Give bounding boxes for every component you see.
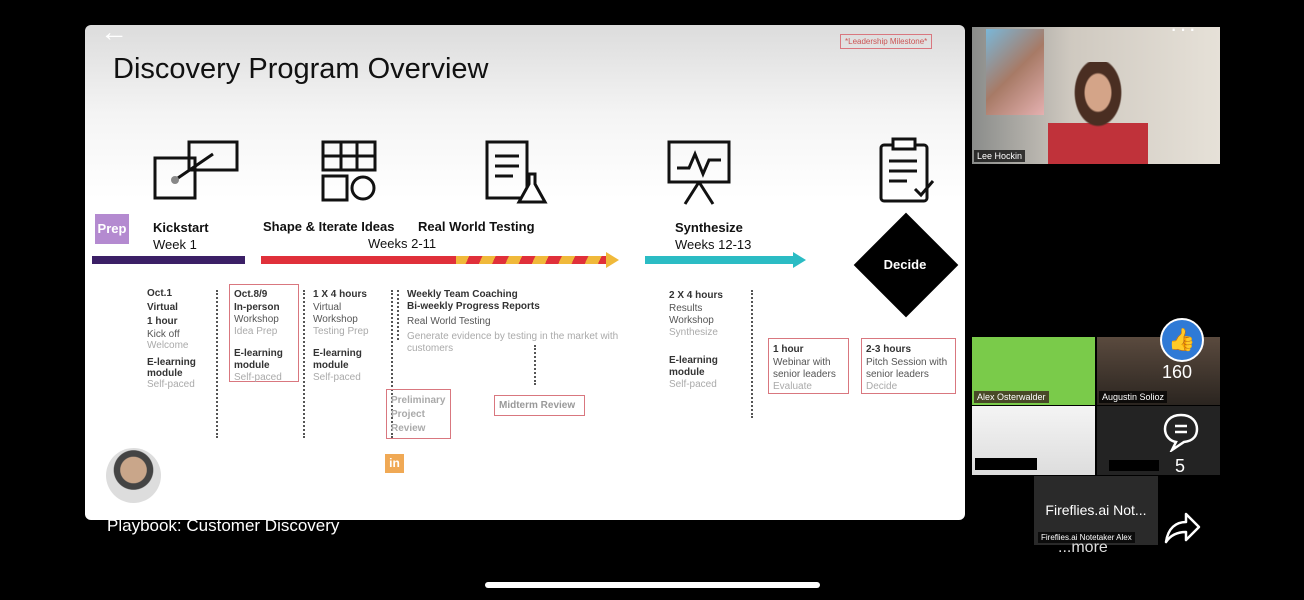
stage-decide: Decide: [883, 257, 927, 272]
stage-synthesize: Synthesize: [675, 220, 743, 235]
participant-name: Lee Hockin: [974, 150, 1026, 162]
video-tile-fireflies[interactable]: Fireflies.ai Not... Fireflies.ai Notetak…: [1034, 476, 1158, 545]
synthesize-arrow-head: [793, 252, 806, 268]
slide-title: Discovery Program Overview: [113, 53, 489, 85]
kickstart-bar: [92, 256, 245, 264]
more-participants-link[interactable]: ...more: [1058, 539, 1108, 556]
separator: [216, 290, 218, 438]
redacted-name: [975, 458, 1037, 470]
like-button[interactable]: 👍: [1160, 318, 1204, 362]
participant-name: Fireflies.ai Notetaker Alex: [1038, 532, 1135, 543]
presenter-avatar: [106, 448, 161, 503]
back-button[interactable]: ←: [100, 16, 128, 47]
stage-real-world-testing: Real World Testing: [418, 219, 535, 234]
video-tile-participant[interactable]: [972, 406, 1095, 475]
speaker-figure: [1048, 62, 1148, 164]
fireflies-title: Fireflies.ai Not...: [1045, 502, 1147, 518]
video-tile-lee-hockin[interactable]: Lee Hockin: [972, 27, 1220, 164]
presentation-chart-icon: [667, 140, 731, 205]
stage-kickstart-weeks: Week 1: [153, 237, 197, 252]
home-indicator[interactable]: [485, 582, 820, 588]
shared-slide: Discovery Program Overview *Leadership M…: [85, 25, 965, 520]
separator: [534, 345, 536, 385]
comment-count: 5: [1175, 456, 1186, 476]
separator: [751, 290, 753, 418]
clipboard-check-icon: [879, 137, 935, 203]
testing-bar: [456, 256, 606, 264]
stage-synthesize-weeks: Weeks 12-13: [675, 237, 752, 252]
synthesize-bar: [645, 256, 793, 264]
separator: [391, 290, 393, 438]
kickstart-icon: [153, 140, 239, 200]
separator: [397, 290, 399, 340]
ideas-grid-icon: [321, 140, 377, 202]
video-tile-augustin-solioz[interactable]: Augustin Solioz: [1097, 337, 1220, 405]
shape-bar: [261, 256, 456, 264]
stage-shape-weeks: Weeks 2-11: [368, 236, 437, 251]
redacted-name: [1109, 460, 1159, 471]
participant-name: Alex Osterwalder: [974, 391, 1049, 403]
like-count: 160: [1162, 362, 1193, 382]
cow-painting: [986, 29, 1044, 115]
stage-kickstart: Kickstart: [153, 220, 209, 235]
comment-icon[interactable]: [1162, 412, 1200, 452]
leadership-milestone-note: *Leadership Milestone*: [840, 34, 933, 49]
share-icon[interactable]: [1162, 508, 1202, 546]
oct-8-9-milestone: [229, 284, 299, 382]
participant-name: Augustin Solioz: [1099, 391, 1168, 403]
slide-caption: Playbook: Customer Discovery: [107, 516, 340, 535]
video-tile-participant-2[interactable]: [1097, 406, 1220, 475]
document-flask-icon: [485, 140, 548, 204]
midterm-review-box: Midterm Review: [494, 395, 585, 416]
testing-arrow-head: [606, 252, 619, 268]
separator: [303, 290, 305, 438]
linkedin-icon[interactable]: in: [385, 454, 404, 473]
stage-shape-iterate: Shape & Iterate Ideas: [263, 219, 395, 234]
more-options-icon[interactable]: ···: [1170, 16, 1198, 41]
prep-badge: Prep: [95, 214, 129, 244]
video-tile-alex-osterwalder[interactable]: Alex Osterwalder: [972, 337, 1095, 405]
